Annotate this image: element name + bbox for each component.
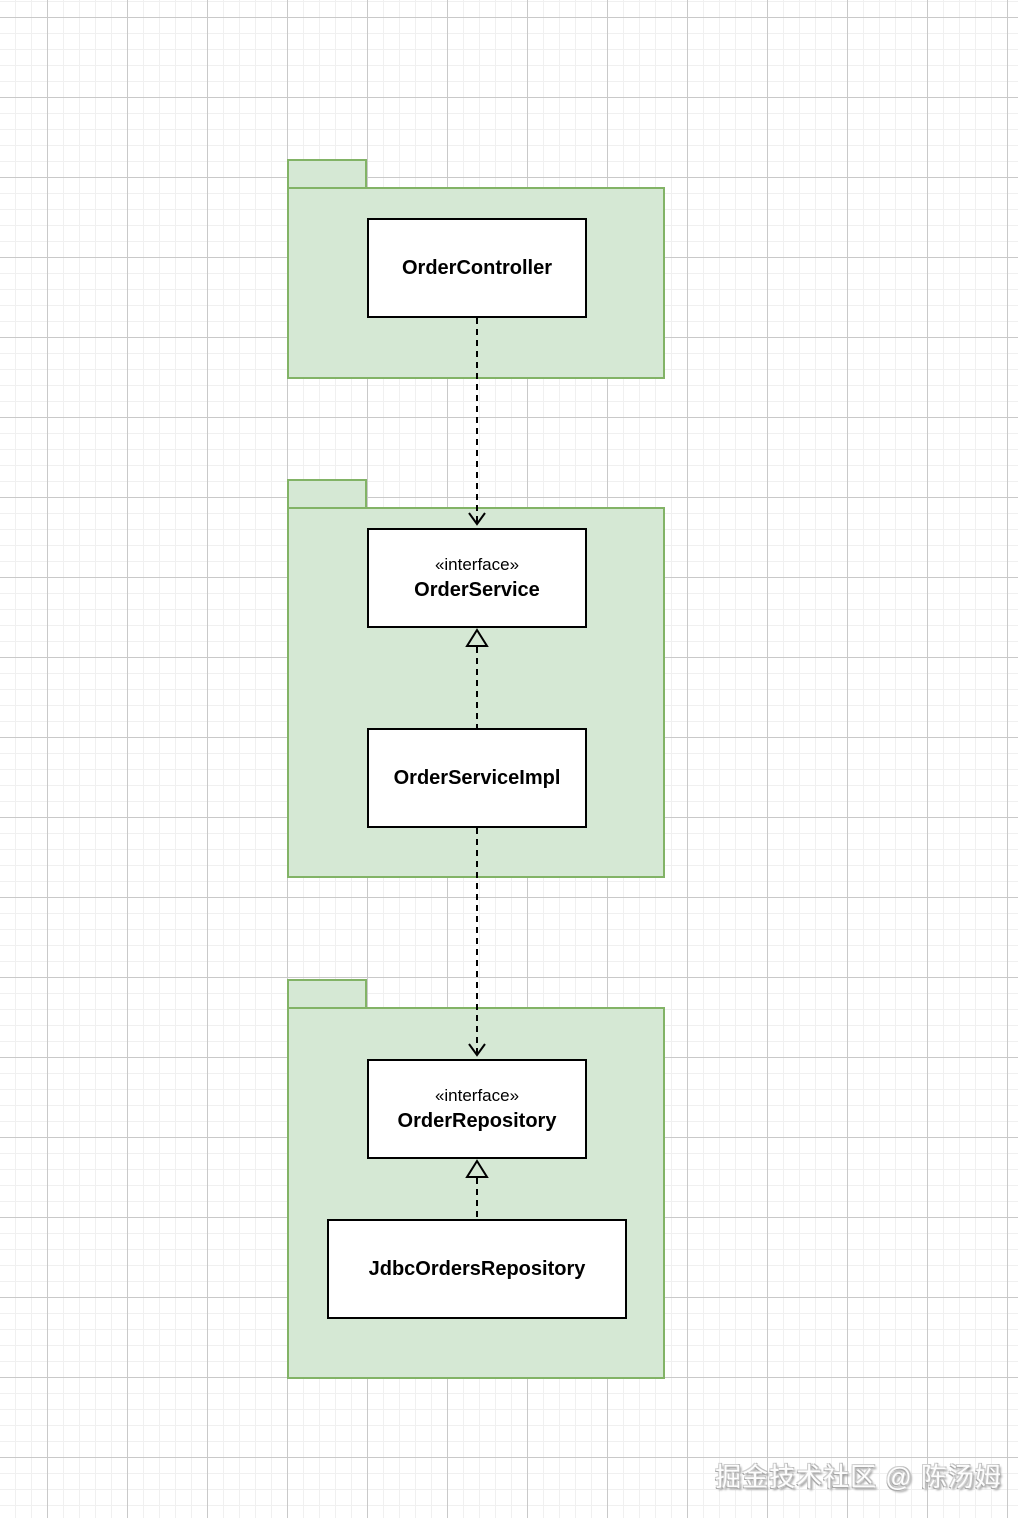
class-box-jdbc-orders-repository: JdbcOrdersRepository <box>327 1219 627 1319</box>
class-name: JdbcOrdersRepository <box>368 1258 586 1280</box>
class-name: OrderServiceImpl <box>393 767 561 789</box>
package-repository-tab <box>287 979 367 1009</box>
package-service-tab <box>287 479 367 509</box>
interface-box-order-service: «interface» OrderService <box>367 528 587 628</box>
class-name: OrderService <box>414 579 540 602</box>
class-name: OrderRepository <box>397 1110 557 1133</box>
class-name: OrderController <box>401 257 553 279</box>
class-box-order-controller: OrderController <box>367 218 587 318</box>
package-controller-tab <box>287 159 367 189</box>
interface-stereotype: «interface» <box>434 1085 520 1105</box>
class-box-order-service-impl: OrderServiceImpl <box>367 728 587 828</box>
interface-box-order-repository: «interface» OrderRepository <box>367 1059 587 1159</box>
interface-stereotype: «interface» <box>434 554 520 574</box>
watermark-text: 掘金技术社区 @ 陈汤姆 <box>715 1462 1002 1492</box>
